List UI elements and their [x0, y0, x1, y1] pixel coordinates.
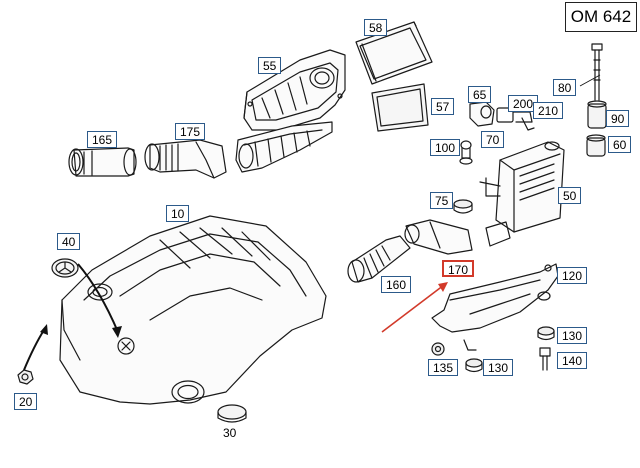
engine-cover-drawing: [59, 215, 327, 405]
nut-leader-line: [23, 329, 45, 371]
part-label-170-selected[interactable]: 170: [442, 260, 475, 277]
emblem-drawing: [51, 258, 79, 278]
nut-drawing: [17, 369, 34, 385]
arrow-head-icon: [112, 326, 122, 338]
part-label-58[interactable]: 58: [364, 19, 388, 36]
part-label-55[interactable]: 55: [258, 57, 282, 74]
part-label-50[interactable]: 50: [558, 187, 582, 204]
part-label-100[interactable]: 100: [430, 139, 461, 156]
bellow-hose-drawing: [144, 139, 227, 179]
part-label-135[interactable]: 135: [428, 359, 459, 376]
part-label-65[interactable]: 65: [468, 86, 492, 103]
part-label-10[interactable]: 10: [166, 205, 190, 222]
intake-box-drawing: [479, 141, 565, 247]
part-label-20[interactable]: 20: [14, 393, 38, 410]
fasteners-drawing: [431, 326, 555, 373]
air-duct-drawing: [404, 219, 473, 255]
bracket-drawing: [431, 263, 559, 333]
part-label-140[interactable]: 140: [557, 352, 588, 369]
filter-housing-drawing: [243, 49, 346, 131]
part-label-90[interactable]: 90: [606, 110, 630, 127]
part-label-30[interactable]: 30: [223, 426, 237, 440]
engine-code-box: OM 642: [565, 2, 637, 32]
part-label-57[interactable]: 57: [431, 98, 455, 115]
part-label-210[interactable]: 210: [533, 102, 564, 119]
part-label-175[interactable]: 175: [175, 123, 206, 140]
bolt-drawing: [591, 43, 603, 101]
part-label-160[interactable]: 160: [381, 276, 412, 293]
part-label-70[interactable]: 70: [481, 131, 505, 148]
highlight-arrow-head-icon: [438, 282, 448, 292]
part-label-130-lower[interactable]: 130: [483, 359, 514, 376]
part-label-80[interactable]: 80: [553, 79, 577, 96]
part-label-165[interactable]: 165: [87, 131, 118, 148]
flat-filter-drawing: [371, 83, 429, 132]
part-label-60[interactable]: 60: [608, 136, 632, 153]
part-label-40[interactable]: 40: [57, 233, 81, 250]
intake-hose-drawing: [68, 147, 137, 177]
arrow-head-icon: [40, 324, 48, 335]
rubber-cap-drawing: [217, 404, 247, 423]
rubber-mount-drawing: [586, 100, 607, 157]
highlight-arrow-line: [381, 284, 445, 333]
part-label-120[interactable]: 120: [557, 267, 588, 284]
air-filter-element-drawing: [355, 21, 433, 85]
lower-housing-drawing: [235, 121, 333, 173]
part-label-75[interactable]: 75: [430, 192, 454, 209]
part-label-130-right[interactable]: 130: [557, 327, 588, 344]
emblem-leader-line: [77, 263, 119, 333]
hose-160-drawing: [347, 235, 411, 283]
fitting-drawing: [459, 140, 473, 165]
grommet-drawing: [453, 199, 473, 214]
